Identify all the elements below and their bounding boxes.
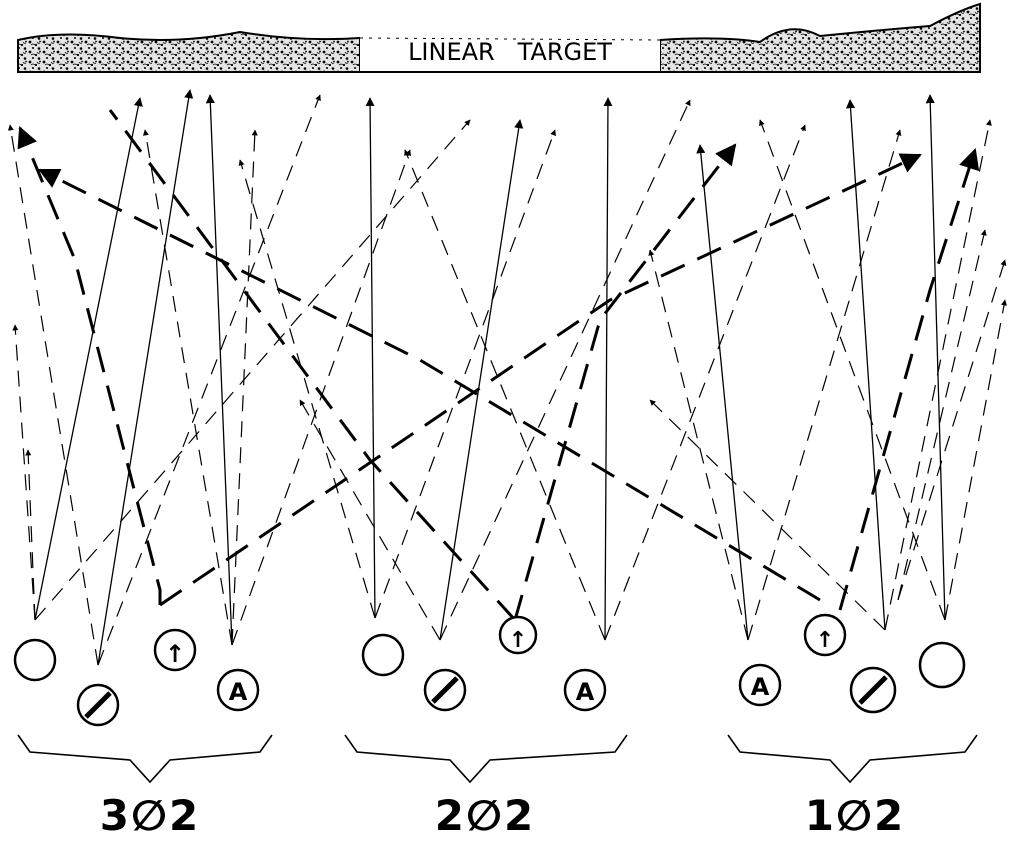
group-label-1: 1∅2 (804, 791, 906, 840)
plain-sensor (13, 638, 57, 682)
plain-sensor (918, 641, 966, 689)
analog-glyph: A (751, 673, 770, 701)
arrow-glyph: ↑ (165, 640, 185, 668)
sensor-group-1: A ↑ (738, 613, 966, 714)
group-braces (17, 734, 978, 784)
group-label-3: 3∅2 (99, 791, 201, 840)
solid-rays (34, 89, 946, 666)
sensor-group-3: ↑ A (13, 628, 260, 727)
analog-sensor (216, 668, 260, 712)
thin-dashed-rays (7, 94, 1007, 666)
thick-dashed-rays (17, 109, 980, 622)
target-label: LINEAR TARGET (408, 38, 612, 66)
arrow-sensor (153, 628, 197, 672)
arrow-glyph: ↑ (816, 628, 834, 653)
arrow-sensor (498, 615, 538, 655)
analog-glyph: A (576, 678, 595, 706)
arrow-glyph: ↑ (509, 628, 527, 653)
plain-sensor (361, 633, 405, 677)
sensor-group-2: ↑ A (361, 615, 607, 712)
linear-target: LINEAR TARGET (17, 2, 981, 73)
analog-sensor (738, 663, 782, 707)
group-label-2: 2∅2 (434, 791, 536, 840)
arrow-sensor (803, 613, 847, 657)
analog-sensor (563, 668, 607, 712)
analog-glyph: A (229, 678, 248, 706)
